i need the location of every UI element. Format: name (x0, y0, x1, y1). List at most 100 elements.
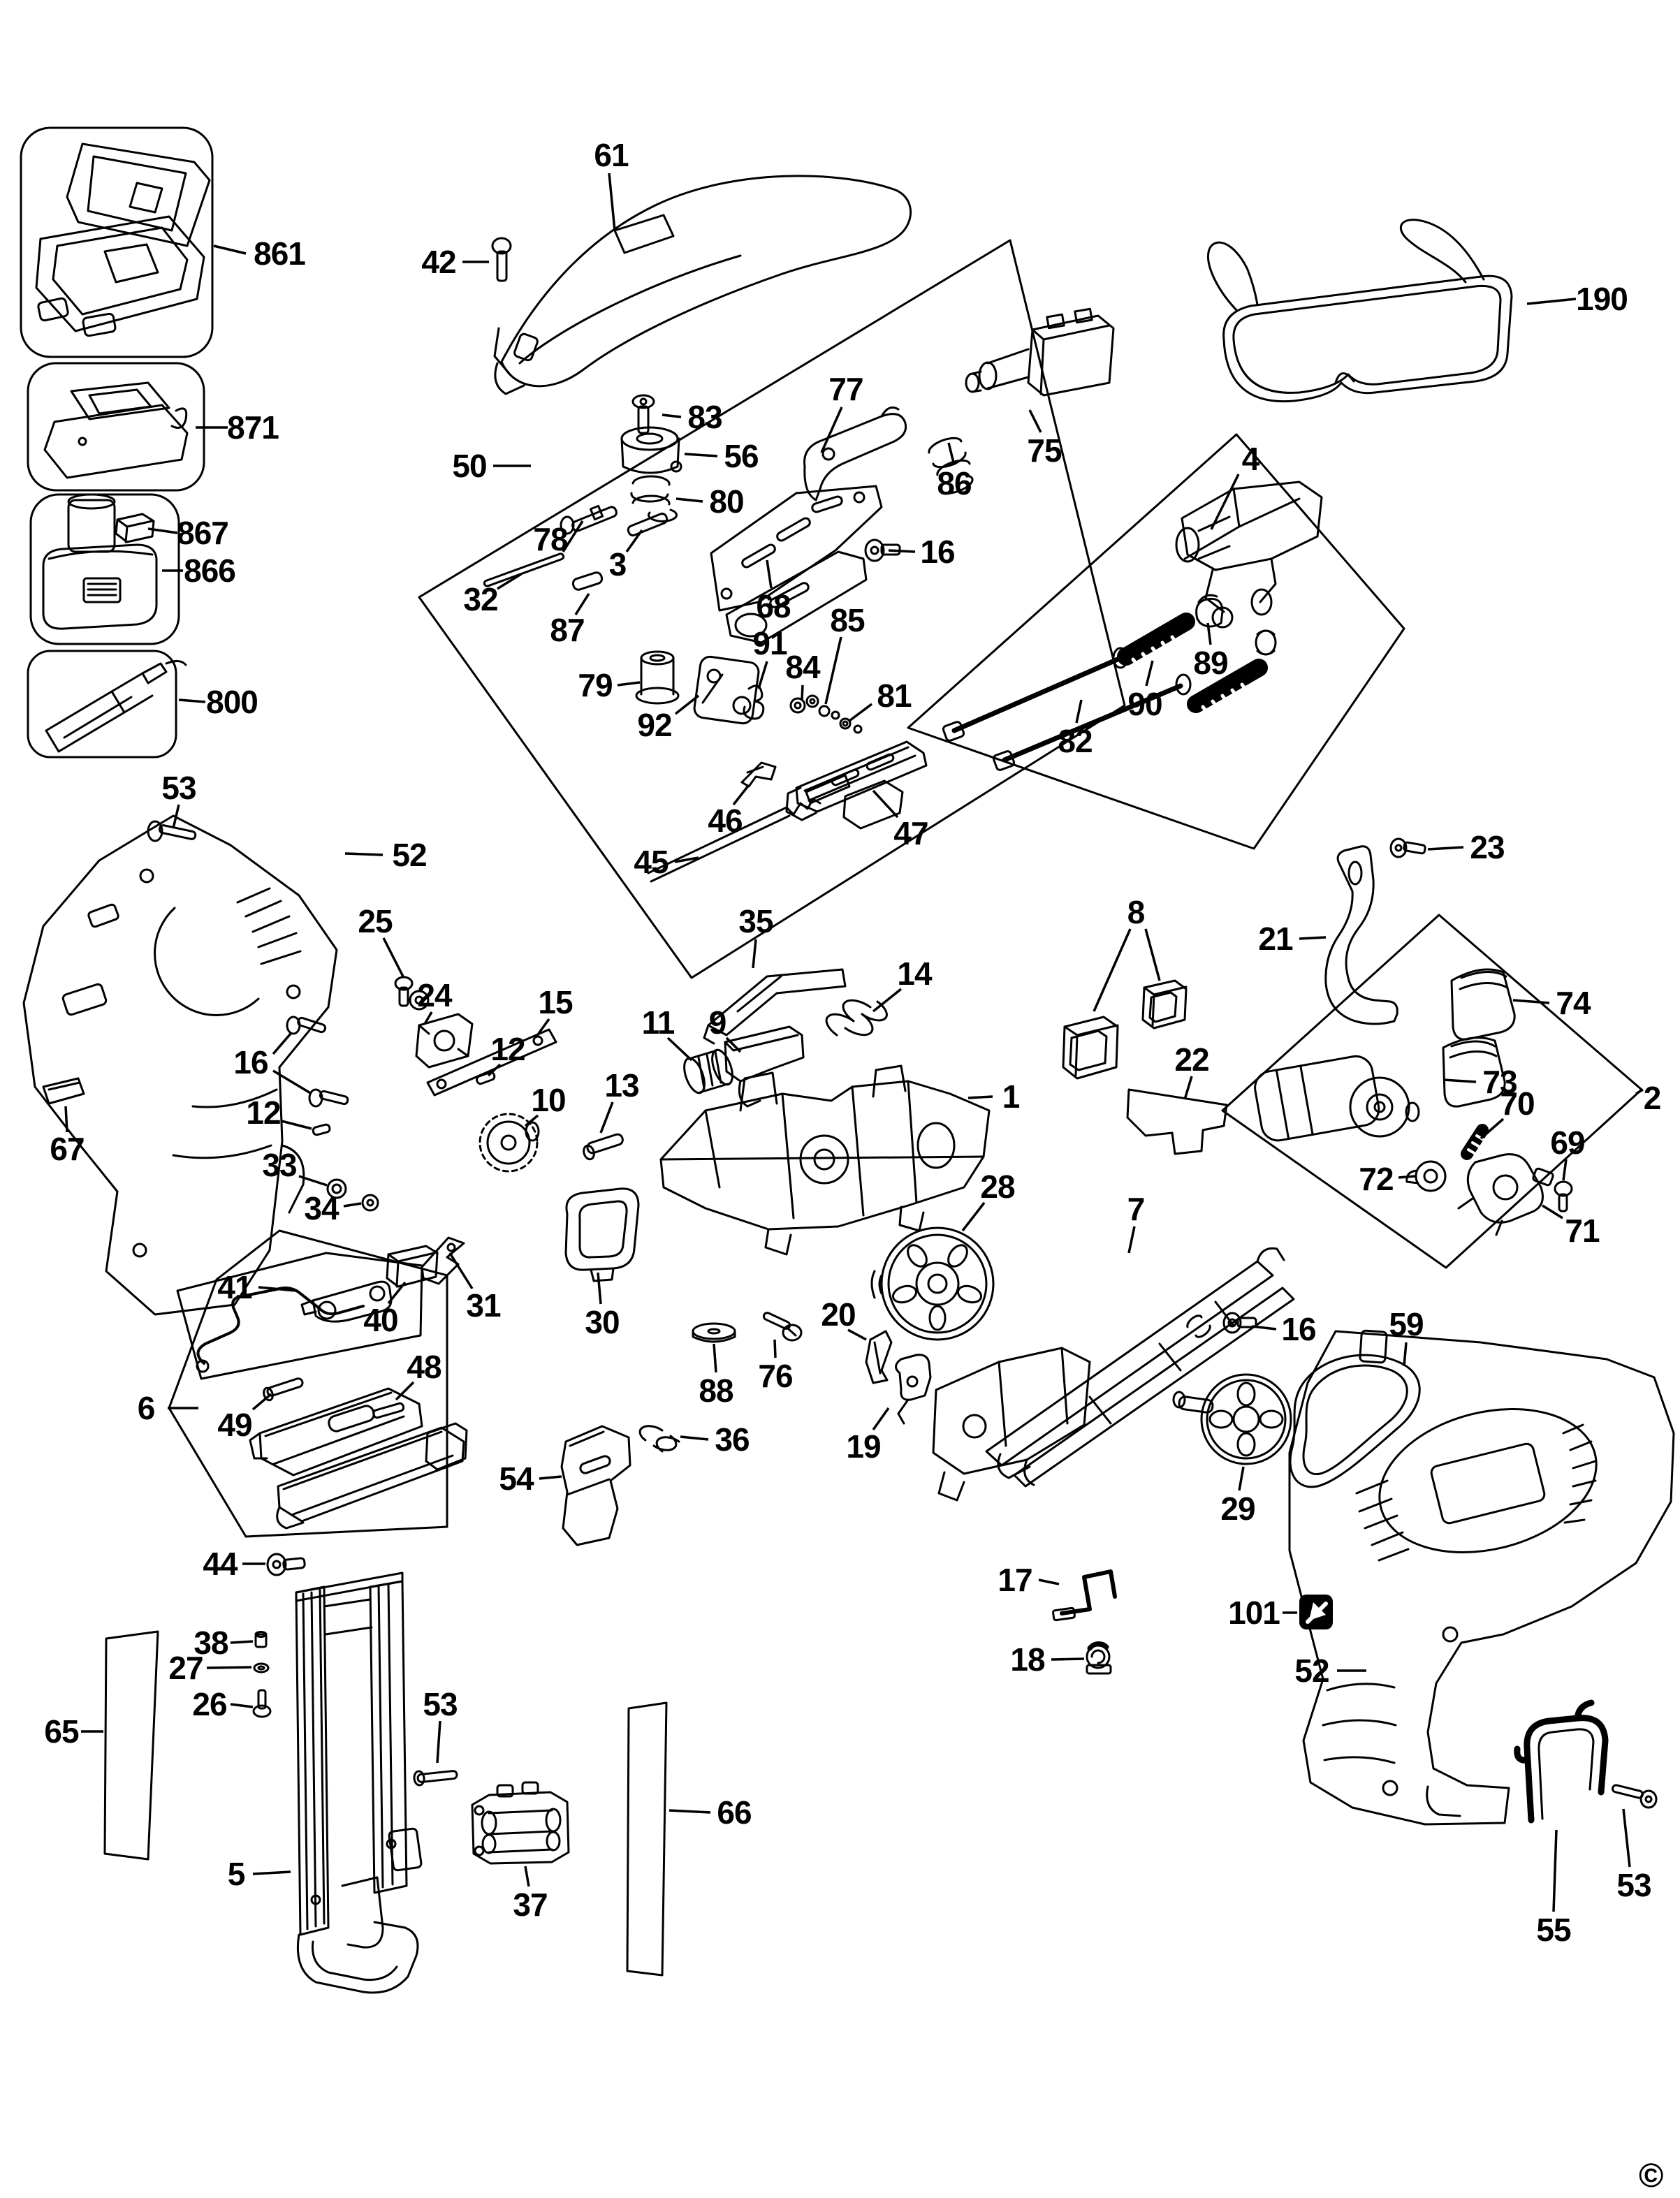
group-outline-4 (907, 433, 1405, 850)
part-callout-9: 9 (708, 1004, 727, 1041)
battery-pack-sketch-866-867 (29, 493, 180, 645)
part-callout-68: 68 (756, 588, 791, 624)
magazine-sketch-5 (295, 1571, 423, 1994)
part-callout-72: 72 (1359, 1161, 1394, 1197)
latch-group-parts-6 (196, 1245, 468, 1530)
pusher-links-sketch (932, 1347, 1091, 1502)
group-outline-2 (1221, 914, 1643, 1269)
part-callout-31: 31 (466, 1287, 501, 1324)
screws-sketch-16b (286, 1016, 349, 1108)
part-callout-41: 41 (217, 1269, 252, 1305)
part-callout-45: 45 (634, 844, 669, 880)
part-callout-32: 32 (463, 581, 498, 617)
nut-washer-sketch-33-34 (326, 1178, 379, 1212)
screw-sketch-69 (1554, 1180, 1573, 1212)
part-callout-34: 34 (304, 1190, 339, 1226)
safety-glasses-sketch-190 (1207, 219, 1513, 403)
top-cap-sketch-61 (493, 175, 912, 395)
part-callout-42: 42 (421, 244, 456, 280)
clip-sketch-46 (740, 761, 777, 788)
part-callout-76: 76 (758, 1358, 793, 1394)
part-callout-87: 87 (550, 612, 585, 648)
part-callout-36: 36 (715, 1421, 750, 1458)
part-callout-4: 4 (1241, 441, 1260, 477)
trigger-sketch-9 (724, 1025, 805, 1108)
part-callout-92: 92 (637, 707, 672, 743)
brush-cap-sketch-73 (1442, 1036, 1506, 1108)
part-callout-37: 37 (513, 1886, 548, 1923)
part-callout-59: 59 (1389, 1306, 1424, 1342)
pin-sketch-12b (312, 1123, 331, 1136)
part-callout-2: 2 (1643, 1080, 1662, 1116)
part-callout-29: 29 (1220, 1490, 1255, 1527)
part-callout-84: 84 (785, 649, 820, 685)
part-callout-35: 35 (738, 903, 773, 939)
fasteners-sketch-38-27-26 (252, 1631, 272, 1718)
part-callout-25: 25 (358, 903, 393, 939)
part-callout-20: 20 (821, 1296, 856, 1333)
wire-sketch-17 (1052, 1569, 1117, 1622)
part-callout-5: 5 (227, 1856, 246, 1892)
part-callout-800: 800 (206, 684, 258, 720)
screw-sketch-23 (1389, 837, 1426, 858)
part-callout-69: 69 (1550, 1124, 1585, 1161)
part-callout-65: 65 (44, 1713, 79, 1750)
part-callout-871: 871 (227, 409, 279, 446)
pin-sketch-12a (475, 1071, 496, 1085)
coil-sketch-18 (1086, 1641, 1112, 1675)
label-sheet-sketch-65 (103, 1630, 159, 1861)
right-housing-sketch-52 (1288, 1329, 1675, 1826)
part-callout-74: 74 (1556, 985, 1591, 1021)
belt-sketch-59 (1289, 1354, 1421, 1488)
part-callout-10: 10 (531, 1082, 566, 1118)
part-callout-46: 46 (708, 803, 743, 839)
separator-plate-sketch-22 (1126, 1088, 1228, 1155)
bearing-sketch-72 (1405, 1160, 1447, 1192)
wedge-sketch-67 (42, 1077, 85, 1105)
part-callout-33: 33 (262, 1147, 297, 1183)
part-callout-70: 70 (1500, 1085, 1535, 1122)
callout-leader-lines (64, 173, 1644, 1912)
washer-sketch-88 (692, 1322, 736, 1343)
group-outline-50 (418, 239, 1126, 979)
part-callout-44: 44 (203, 1546, 238, 1582)
part-callout-40: 40 (363, 1302, 398, 1338)
pivot-parts-sketch-25-24-15 (394, 976, 557, 1097)
part-callout-24: 24 (417, 977, 452, 1013)
part-callout-54: 54 (499, 1460, 534, 1497)
part-callout-14: 14 (897, 955, 932, 992)
part-callout-53: 53 (161, 770, 196, 806)
part-callout-13: 13 (604, 1067, 639, 1104)
part-callout-12: 12 (246, 1094, 281, 1131)
part-callout-49: 49 (217, 1407, 252, 1443)
part-callout-22: 22 (1174, 1041, 1209, 1078)
part-callout-53: 53 (1616, 1867, 1651, 1903)
oil-bottle-sketch-800 (27, 650, 187, 759)
brush-spring-sketch-70 (1461, 1124, 1489, 1160)
part-callout-27: 27 (168, 1650, 203, 1686)
part-callout-67: 67 (50, 1131, 85, 1167)
part-callout-53: 53 (423, 1686, 458, 1722)
pin-sketch-13 (583, 1133, 624, 1161)
part-callout-23: 23 (1470, 829, 1505, 865)
contact-trip-sketch-47 (785, 740, 928, 830)
part-callout-77: 77 (828, 371, 863, 407)
part-callout-73: 73 (1482, 1064, 1517, 1100)
label-sheet-sketch-66 (626, 1701, 668, 1977)
part-callout-89: 89 (1193, 645, 1228, 681)
part-callout-90: 90 (1127, 686, 1162, 722)
part-callout-1: 1 (1002, 1078, 1021, 1115)
part-callout-16: 16 (233, 1044, 268, 1080)
part-callout-82: 82 (1058, 723, 1093, 759)
part-callout-861: 861 (254, 235, 306, 272)
flywheel-sketch-28 (870, 1226, 995, 1341)
part-callout-83: 83 (687, 399, 722, 435)
pressure-arm-sketch-7 (985, 1247, 1295, 1488)
clip-sketch-20 (865, 1330, 893, 1384)
screw-sketch-53c (1612, 1784, 1658, 1809)
part-callout-80: 80 (709, 483, 744, 520)
belt-hook-sketch-55 (1514, 1699, 1609, 1824)
part-callout-50: 50 (452, 448, 487, 484)
